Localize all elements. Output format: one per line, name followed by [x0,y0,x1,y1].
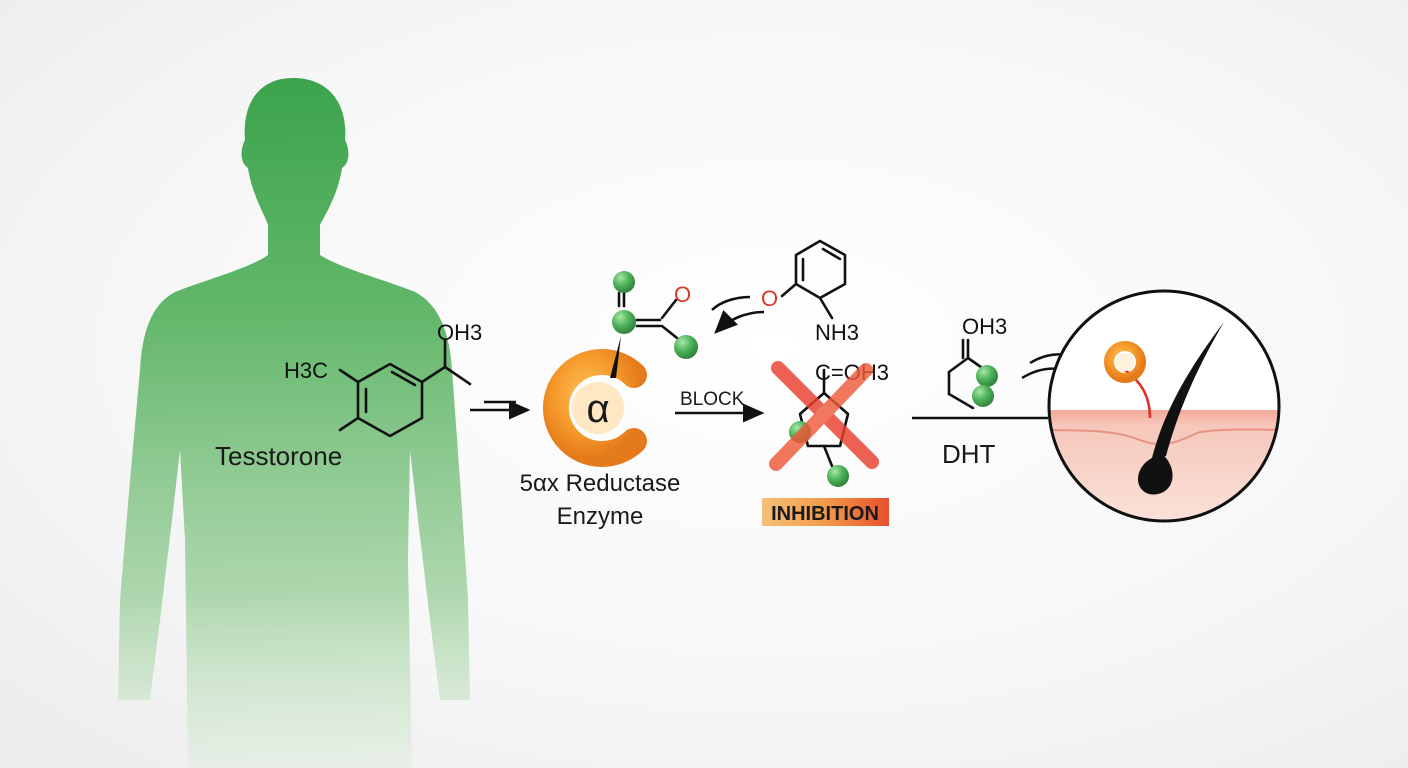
testosterone-molecule: OH3 H3C [284,320,482,438]
inhibitor-oxygen-label: O [761,286,778,311]
enzyme-substrate-molecule: O [610,271,698,378]
inhibition-badge: INHIBITION [762,498,889,526]
testosterone-h3c-label: H3C [284,358,328,383]
testosterone-ch3-label: OH3 [437,320,482,345]
inhibitor-amine-label: NH3 [815,320,859,345]
human-silhouette-icon [118,78,470,768]
red-cross-icon [769,361,879,471]
enzyme-ring-icon: α [543,349,647,467]
inhibitor-binding-arrow [711,295,765,334]
block-label: BLOCK [680,389,745,410]
dht-label: DHT [942,439,996,469]
enzyme-oxygen-label: O [674,282,691,307]
hair-follicle-icon [1047,289,1281,523]
enzyme-symbol: α [586,387,609,431]
equilibrium-arrow [470,400,531,420]
inhibition-label: INHIBITION [771,503,879,525]
enzyme-label-line1: 5αx Reductase [520,470,681,497]
testosterone-label: Tesstorone [215,441,342,471]
enzyme-label-line2: Enzyme [557,503,644,530]
inhibitor-molecule: O NH3 [761,239,859,345]
dht-molecule: OH3 [947,314,1007,410]
dht-group-label: OH3 [962,314,1007,339]
